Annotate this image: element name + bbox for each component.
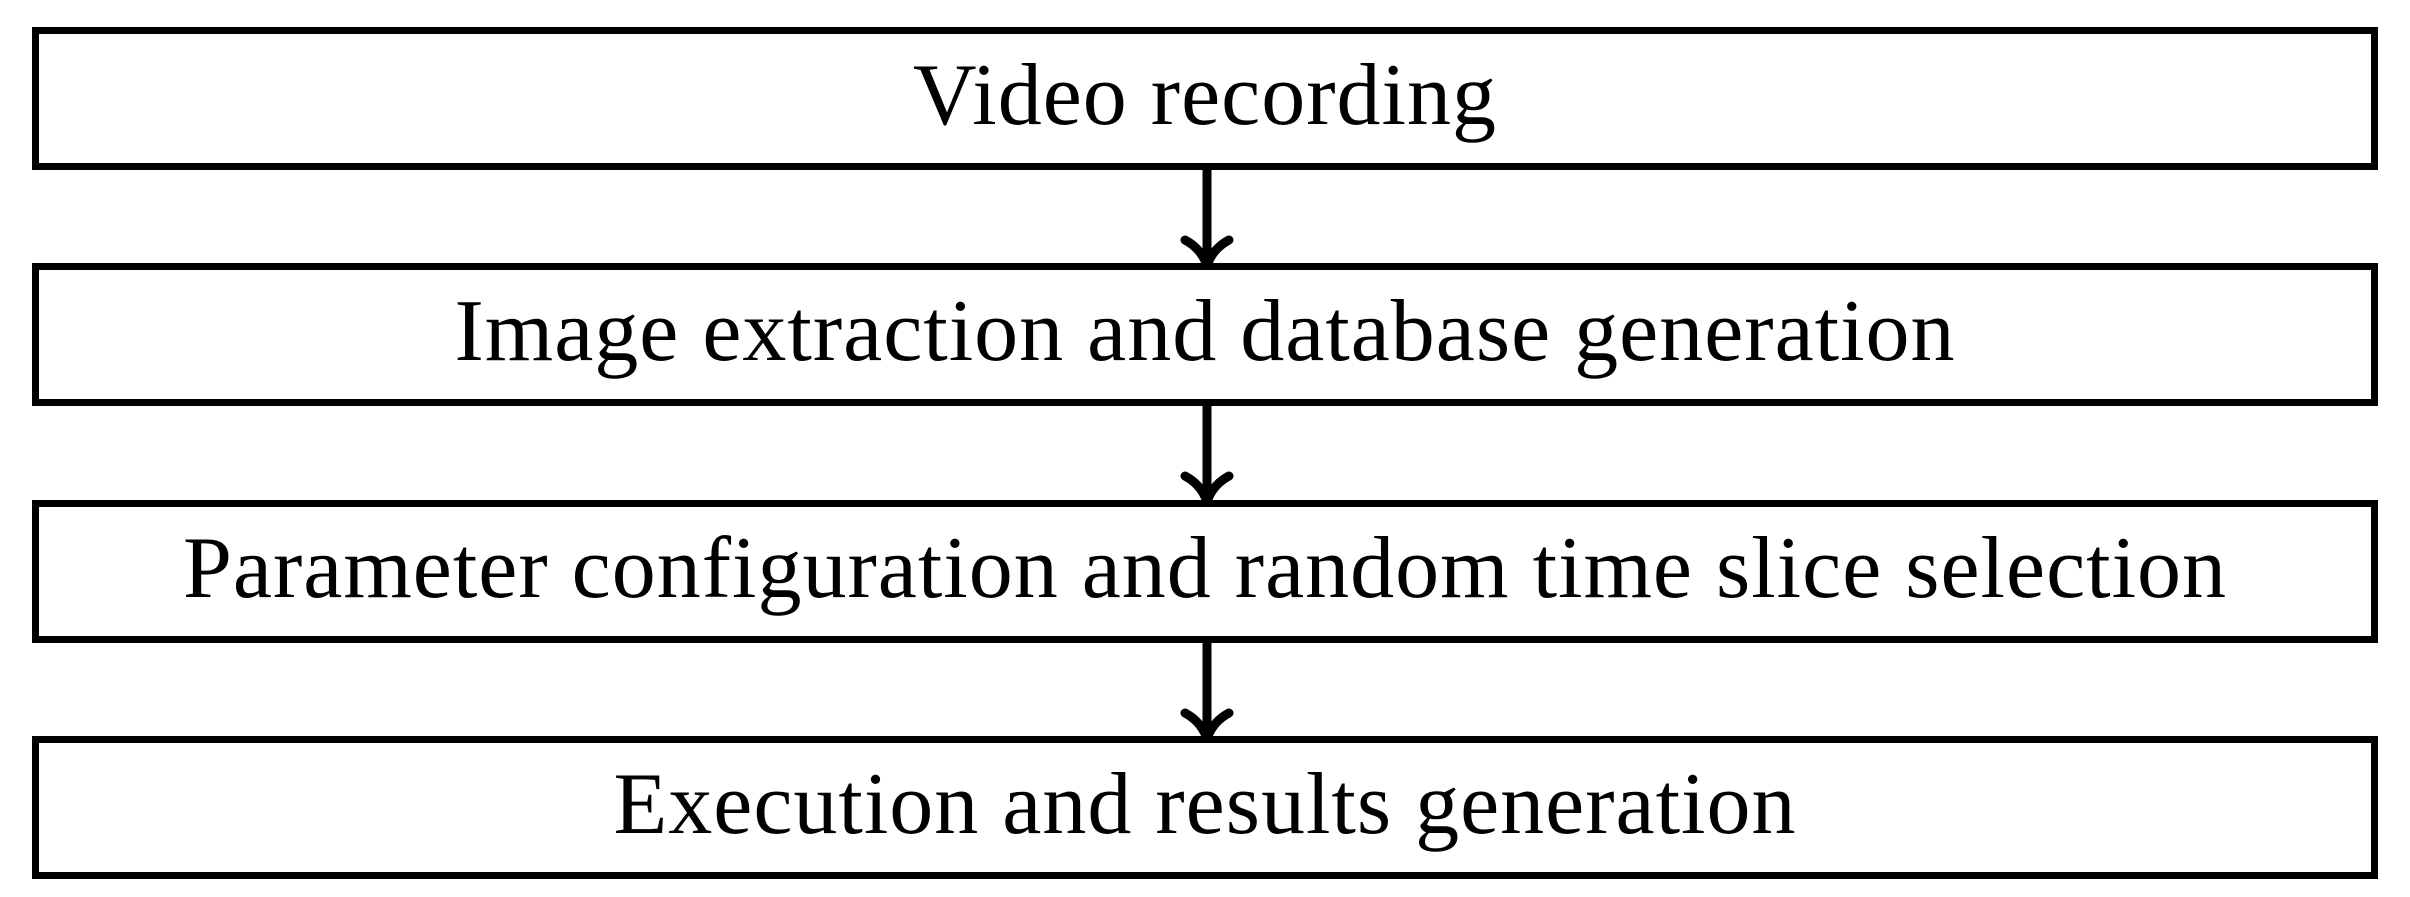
flow-box-label: Parameter configuration and random time … bbox=[182, 519, 2228, 617]
arrow-down-icon bbox=[1180, 406, 1234, 502]
flow-box-video-recording: Video recording bbox=[32, 27, 2378, 170]
flow-box-parameter-configuration: Parameter configuration and random time … bbox=[32, 500, 2378, 643]
flow-box-label: Image extraction and database generation bbox=[454, 282, 1956, 380]
flow-box-label: Video recording bbox=[913, 46, 1497, 144]
flow-box-execution-results: Execution and results generation bbox=[32, 736, 2378, 879]
flow-box-image-extraction: Image extraction and database generation bbox=[32, 263, 2378, 406]
flow-box-label: Execution and results generation bbox=[613, 755, 1797, 853]
arrow-down-icon bbox=[1180, 170, 1234, 266]
arrow-down-icon bbox=[1180, 643, 1234, 739]
